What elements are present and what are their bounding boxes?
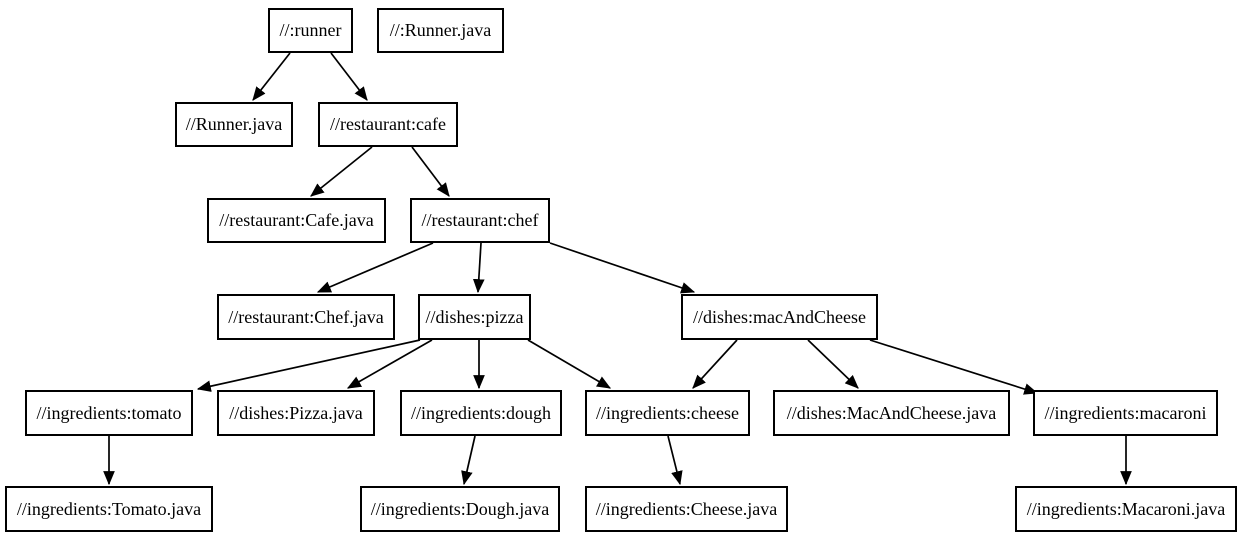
graph-node-dough: //ingredients:dough <box>400 390 562 436</box>
graph-node-label: //ingredients:tomato <box>36 402 182 423</box>
graph-node-label: //ingredients:Cheese.java <box>595 498 778 519</box>
graph-node-chef-java: //restaurant:Chef.java <box>217 294 395 340</box>
edge-mac-and-cheese-to-cheese <box>692 339 738 389</box>
edge-cafe-to-cafe-java <box>310 146 373 197</box>
graph-node-label: //dishes:MacAndCheese.java <box>786 402 997 423</box>
graph-node-label: //dishes:pizza <box>425 306 524 327</box>
graph-node-label: //:Runner.java <box>389 20 492 40</box>
edge-chef-to-mac-and-cheese <box>549 242 696 294</box>
edge-runner-to-cafe <box>330 52 368 101</box>
edge-chef-to-chef-java <box>316 242 434 293</box>
graph-node-label: //restaurant:Cafe.java <box>219 210 374 230</box>
graph-node-label: //ingredients:dough <box>411 402 551 423</box>
edge-mac-and-cheese-to-macaroni <box>869 339 1039 395</box>
graph-node-label: //Runner.java <box>185 114 283 134</box>
edge-pizza-to-cheese <box>527 339 612 389</box>
graph-node-macaroni-java: //ingredients:Macaroni.java <box>1015 486 1237 532</box>
graph-node-runner-java: //Runner.java <box>175 102 293 147</box>
graph-node-mac-and-cheese: //dishes:macAndCheese <box>681 294 878 340</box>
graph-node-mac-and-cheese-java: //dishes:MacAndCheese.java <box>773 390 1010 436</box>
graph-node-tomato-java: //ingredients:Tomato.java <box>5 486 213 532</box>
graph-node-label: //restaurant:cafe <box>330 114 446 134</box>
graph-node-label: //ingredients:macaroni <box>1044 402 1207 423</box>
graph-node-cafe-java: //restaurant:Cafe.java <box>207 198 386 243</box>
graph-node-label: //dishes:macAndCheese <box>693 306 866 327</box>
graph-node-dough-java: //ingredients:Dough.java <box>360 486 560 532</box>
graph-node-cafe: //restaurant:cafe <box>318 102 458 147</box>
graph-node-label: //ingredients:Macaroni.java <box>1026 498 1226 519</box>
edge-cheese-to-cheese-java <box>667 435 683 486</box>
edges-group <box>103 52 1132 486</box>
graph-node-chef: //restaurant:chef <box>410 198 550 243</box>
graph-node-runner: //:runner <box>268 8 353 53</box>
graph-node-cheese: //ingredients:cheese <box>585 390 750 436</box>
graph-node-pizza: //dishes:pizza <box>418 294 531 340</box>
graph-node-tomato: //ingredients:tomato <box>25 390 193 436</box>
graph-node-label: //:runner <box>279 20 342 40</box>
graph-node-pizza-java: //dishes:Pizza.java <box>217 390 375 436</box>
graph-node-cheese-java: //ingredients:Cheese.java <box>585 486 788 532</box>
graph-node-label: //ingredients:cheese <box>596 402 739 423</box>
graph-node-label: //restaurant:Chef.java <box>228 306 384 327</box>
edge-dough-to-dough-java <box>461 435 476 486</box>
edge-pizza-to-pizza-java <box>346 339 433 389</box>
graph-node-label: //restaurant:chef <box>421 210 539 230</box>
edge-pizza-to-tomato <box>196 339 421 392</box>
edge-mac-and-cheese-to-mac-and-cheese-java <box>807 339 859 389</box>
edge-chef-to-pizza <box>472 242 485 294</box>
graph-node-runner-java-root: //:Runner.java <box>377 8 504 53</box>
edge-cafe-to-chef <box>411 146 450 197</box>
graph-node-label: //ingredients:Tomato.java <box>16 498 202 519</box>
graph-node-macaroni: //ingredients:macaroni <box>1033 390 1218 436</box>
edge-runner-to-runner-java <box>252 52 291 101</box>
graph-node-label: //ingredients:Dough.java <box>370 498 550 519</box>
graph-node-label: //dishes:Pizza.java <box>229 402 363 423</box>
